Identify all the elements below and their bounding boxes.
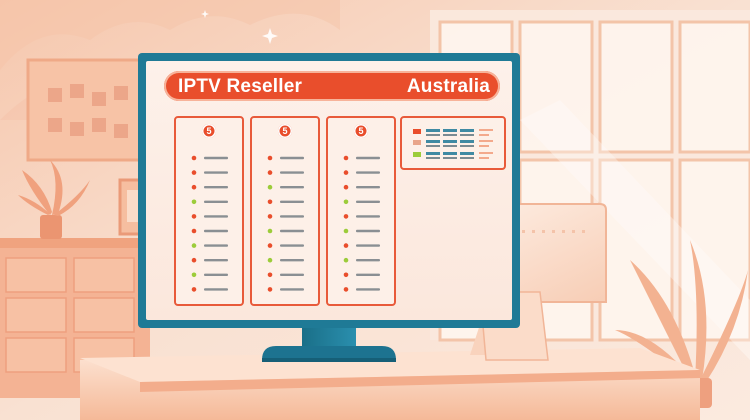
calendar-chart-icon (26, 58, 150, 162)
status-dot (191, 228, 197, 234)
column-panel-1 (174, 116, 244, 306)
status-dot (267, 287, 273, 292)
status-dot (267, 155, 273, 161)
status-dot (191, 287, 197, 292)
status-dot (343, 214, 349, 219)
status-dot (343, 199, 349, 205)
status-dot (343, 243, 349, 248)
status-dot (267, 243, 273, 248)
title-banner: IPTV Reseller Australia (164, 71, 500, 101)
column-badge-3: 5 (354, 124, 368, 138)
banner-country: Australia (406, 75, 490, 97)
status-dot (191, 155, 197, 161)
list-item-line (204, 259, 228, 262)
list-item-line (204, 215, 228, 218)
sparkle-icon (201, 10, 278, 44)
status-dot (267, 214, 273, 219)
status-dot (191, 170, 197, 175)
banner-title: IPTV Reseller (178, 75, 303, 97)
column-panel-2 (250, 116, 320, 306)
list-item-line (280, 259, 304, 262)
list-item-line (204, 244, 228, 247)
status-dot (191, 257, 197, 263)
list-item-line (356, 200, 380, 203)
status-dot (343, 184, 349, 190)
status-dot (343, 228, 349, 234)
list-item-line (204, 156, 228, 160)
list-item-line (356, 273, 380, 276)
mini-table-widget (400, 116, 506, 170)
status-dot (267, 184, 273, 190)
list-item-line (204, 229, 228, 233)
status-dot (191, 272, 197, 278)
list-item-line (204, 288, 228, 291)
list-item-line (204, 171, 228, 174)
status-dot (267, 170, 273, 175)
status-dot (267, 257, 273, 263)
list-item-line (204, 200, 228, 203)
list-item-line (356, 259, 380, 262)
status-dot (267, 199, 273, 205)
list-item-line (204, 186, 228, 189)
status-dot (191, 199, 197, 205)
list-item-line (280, 171, 304, 174)
status-dot (191, 214, 197, 219)
status-dot (267, 272, 273, 278)
list-item-line (280, 186, 304, 189)
list-item-line (356, 171, 380, 174)
list-item-line (280, 273, 304, 276)
column-rows (191, 155, 380, 292)
status-dot (343, 257, 349, 263)
list-item-line (356, 186, 380, 189)
list-item-line (280, 215, 304, 218)
list-item-line (356, 244, 380, 247)
plant-icon (18, 160, 90, 239)
list-item-line (280, 244, 304, 247)
status-dot (343, 155, 349, 161)
list-item-line (280, 288, 304, 291)
list-item-line (280, 200, 304, 203)
list-item-line (280, 229, 304, 233)
status-dot (343, 170, 349, 175)
column-panel-3 (326, 116, 396, 306)
list-item-line (356, 229, 380, 233)
status-dot (343, 287, 349, 292)
column-badge-1: 5 (202, 124, 216, 138)
status-dot (343, 272, 349, 278)
list-item-line (356, 215, 380, 218)
list-item-line (356, 288, 380, 291)
list-item-line (356, 156, 380, 160)
list-item-line (280, 156, 304, 160)
status-dot (267, 228, 273, 234)
list-item-line (204, 273, 228, 276)
status-dot (191, 184, 197, 190)
column-badge-2: 5 (278, 124, 292, 138)
status-dot (191, 243, 197, 248)
